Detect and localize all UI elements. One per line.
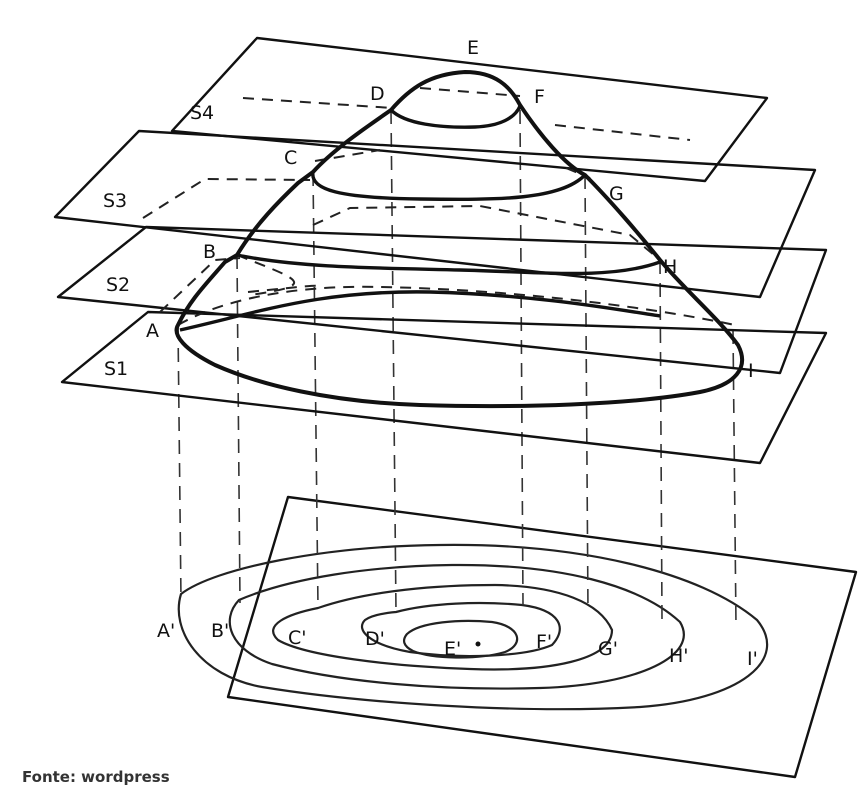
projection-line-a	[178, 325, 181, 600]
point-label-d: D	[370, 83, 385, 105]
projected-label-d: D'	[365, 628, 385, 650]
projection-line-f	[520, 110, 523, 605]
projection-line-b	[237, 255, 240, 603]
projection-line-h	[660, 260, 662, 620]
plane-label-s2: S2	[106, 274, 130, 296]
summit-dot	[476, 642, 481, 647]
source-caption: Fonte: wordpress	[22, 768, 170, 786]
projected-label-e: E'	[444, 638, 461, 660]
plane-label-s1: S1	[104, 358, 128, 380]
point-label-f: F	[534, 86, 545, 108]
point-label-e: E	[467, 37, 479, 59]
plane-s3-hidden-edge	[143, 179, 660, 260]
point-label-g: G	[609, 183, 624, 205]
projection-line-d	[391, 110, 396, 612]
mountain-ring-s3	[313, 172, 585, 199]
projected-label-a: A'	[157, 620, 175, 642]
projected-label-h: H'	[669, 645, 689, 667]
plane-label-s3: S3	[103, 190, 127, 212]
point-label-i: I	[748, 360, 754, 382]
projected-label-b: B'	[211, 620, 229, 642]
mountain-ring-s2	[237, 255, 660, 274]
point-label-h: H	[663, 256, 677, 278]
mountain-outline	[177, 72, 743, 406]
projected-label-i: I'	[747, 648, 758, 670]
plane-s2	[58, 227, 826, 373]
projection-line-g	[585, 175, 588, 612]
projection-line-c	[313, 172, 318, 608]
projected-label-c: C'	[288, 627, 307, 649]
plane-s4-hidden-edge	[243, 88, 690, 178]
mountain-ring-s4	[391, 106, 520, 127]
point-label-c: C	[284, 147, 297, 169]
point-label-b: B	[203, 241, 216, 263]
plane-s4	[172, 38, 767, 181]
projected-label-g: G'	[598, 638, 618, 660]
projected-label-f: F'	[536, 631, 552, 653]
projection-lines	[178, 110, 736, 626]
point-label-a: A	[146, 320, 159, 342]
plane-label-s4: S4	[190, 102, 214, 124]
